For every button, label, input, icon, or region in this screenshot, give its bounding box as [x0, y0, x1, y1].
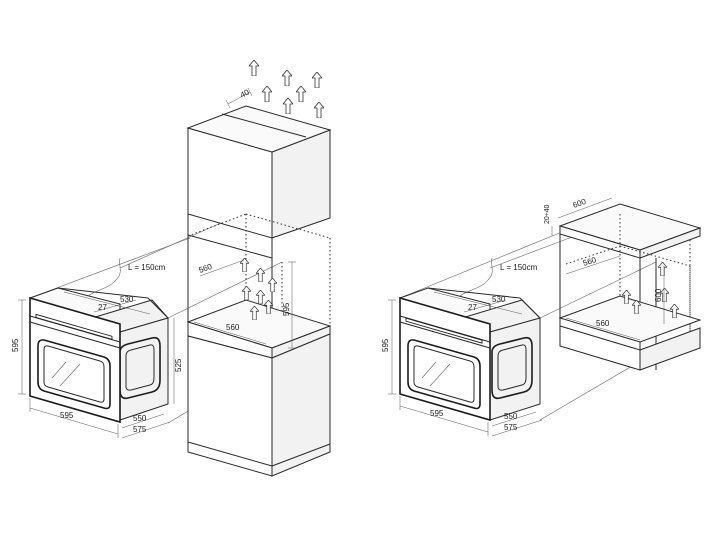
lower-cabinet-front — [187, 335, 273, 477]
lower-cabinet-side — [271, 333, 331, 477]
upper-cabinet-top — [186, 105, 332, 153]
dim-niche-depth: 560 — [226, 323, 240, 332]
dim-niche-height-600: 600 — [654, 288, 663, 302]
dim-oven-depth-550: 550 — [133, 414, 147, 423]
dim-counter-gap: 20÷40 — [544, 204, 551, 224]
dim-oven-depth-530: 530 — [120, 295, 134, 304]
cable-length-label-right: L = 150cm — [500, 263, 538, 272]
dim-oven-depth-530-right: 530 — [492, 295, 506, 304]
power-cable — [87, 257, 121, 297]
undercounter-cabinet: 600 20÷40 560 560 600 — [399, 197, 702, 421]
dim-oven-side-525: 525 — [174, 358, 183, 372]
oven-window — [37, 339, 111, 410]
oven-window-right — [407, 339, 481, 410]
dim-oven-depth-575: 575 — [133, 425, 147, 434]
dim-flange-27-right: 27 — [468, 303, 477, 312]
cable-length-label: L = 150cm — [128, 263, 166, 272]
left-oven: L = 150cm 530 27 595 — [11, 257, 183, 439]
power-cable-right — [459, 257, 493, 297]
dim-niche-width-bottom: 560 — [596, 319, 610, 328]
dim-oven-height: 595 — [11, 338, 20, 352]
dim-niche-height: 595 — [282, 302, 291, 316]
dim-niche-width: 560 — [198, 262, 214, 275]
dim-vent-40: 40 — [239, 87, 252, 99]
dim-oven-depth-550-right: 550 — [504, 412, 518, 421]
dim-oven-height-right: 595 — [381, 338, 390, 352]
column-cabinet: 40 560 560 595 — [29, 60, 332, 477]
dim-oven-depth-575-right: 575 — [504, 423, 518, 432]
vent-arrows-top — [249, 60, 324, 118]
dim-niche-width-top: 560 — [582, 255, 598, 268]
door-handle — [35, 313, 113, 340]
dim-oven-width-right: 595 — [430, 409, 444, 418]
door-handle-right — [405, 317, 483, 344]
side-porthole-right — [491, 336, 533, 400]
dim-counter-depth: 600 — [572, 197, 588, 210]
dim-flange-27: 27 — [98, 303, 107, 312]
right-oven: L = 150cm 530 27 595 595 550 575 — [381, 257, 543, 437]
dim-oven-width: 595 — [60, 411, 74, 420]
